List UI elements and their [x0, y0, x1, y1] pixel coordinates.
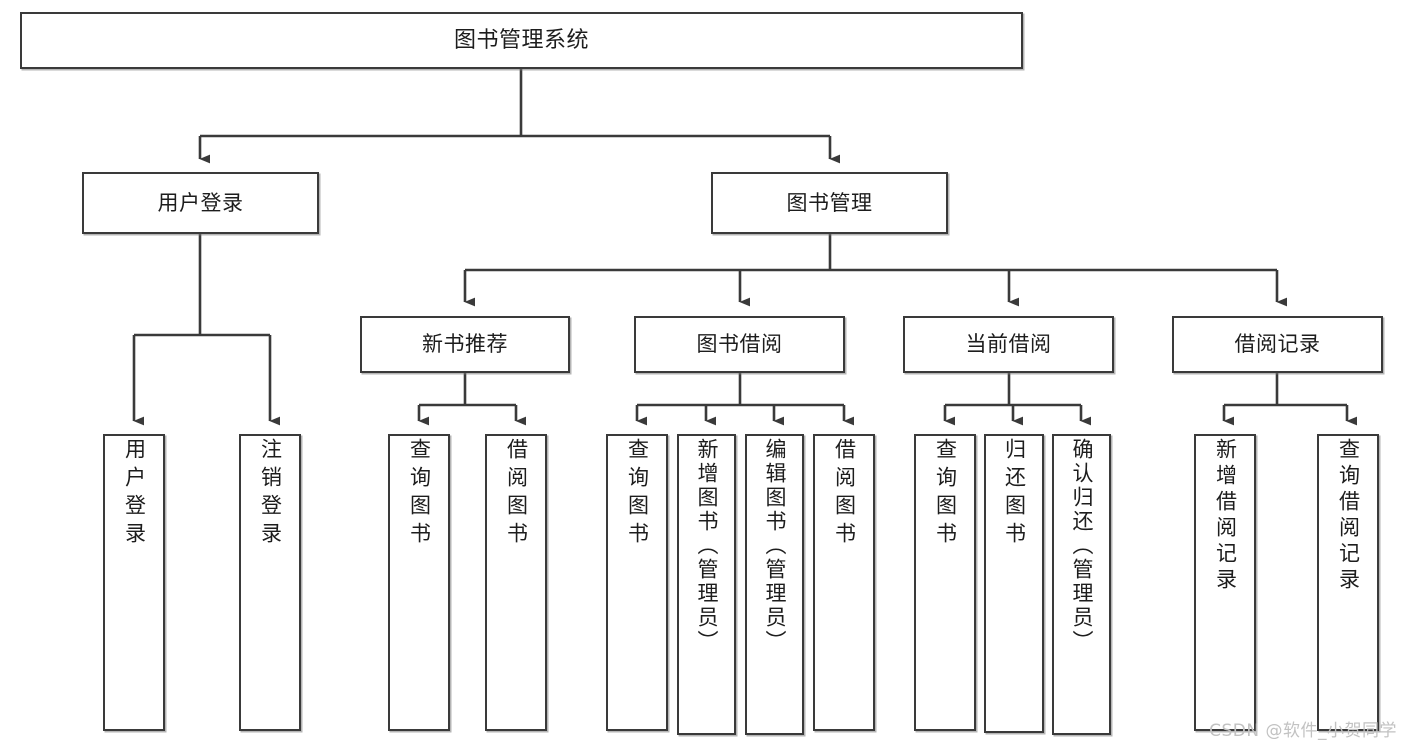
- node-root-system[interactable]: 图书管理系统: [20, 12, 1023, 69]
- node-label: 确认归还（管理员）: [1070, 438, 1094, 654]
- node-label: 查询图书: [625, 438, 650, 550]
- node-new-book-recommend[interactable]: 新书推荐: [360, 316, 570, 373]
- node-label: 图书管理系统: [453, 27, 589, 53]
- leaf-recommend-borrow-book[interactable]: 借阅图书: [485, 434, 547, 731]
- node-label: 查询借阅记录: [1336, 438, 1361, 594]
- node-current-borrow[interactable]: 当前借阅: [903, 316, 1114, 373]
- node-label: 归还图书: [1002, 438, 1027, 550]
- node-label: 查询图书: [933, 438, 958, 550]
- node-label: 新增借阅记录: [1213, 438, 1238, 594]
- leaf-record-add-record[interactable]: 新增借阅记录: [1194, 434, 1256, 731]
- node-book-borrow[interactable]: 图书借阅: [634, 316, 845, 373]
- leaf-current-query-book[interactable]: 查询图书: [914, 434, 976, 731]
- node-user-login[interactable]: 用户登录: [82, 172, 319, 234]
- leaf-user-login-logout[interactable]: 注销登录: [239, 434, 301, 731]
- leaf-recommend-query-book[interactable]: 查询图书: [388, 434, 450, 731]
- leaf-user-login-login[interactable]: 用户登录: [103, 434, 165, 731]
- node-label: 用户登录: [122, 438, 147, 550]
- node-borrow-record[interactable]: 借阅记录: [1172, 316, 1383, 373]
- leaf-borrow-edit-book-admin[interactable]: 编辑图书（管理员）: [745, 434, 804, 735]
- node-book-management[interactable]: 图书管理: [711, 172, 948, 234]
- node-label: 新增图书（管理员）: [695, 438, 719, 654]
- leaf-current-confirm-return-admin[interactable]: 确认归还（管理员）: [1052, 434, 1111, 735]
- node-label: 新书推荐: [422, 332, 508, 357]
- node-label: 当前借阅: [965, 332, 1052, 357]
- leaf-borrow-add-book-admin[interactable]: 新增图书（管理员）: [677, 434, 736, 735]
- node-label: 借阅图书: [504, 438, 529, 550]
- node-label: 查询图书: [407, 438, 432, 550]
- node-label: 用户登录: [157, 190, 244, 215]
- node-label: 借阅图书: [832, 438, 857, 550]
- leaf-current-return-book[interactable]: 归还图书: [984, 434, 1044, 733]
- node-label: 图书管理: [786, 190, 873, 215]
- csdn-watermark: CSDN @软件_小贺同学: [1209, 721, 1397, 741]
- leaf-record-query-record[interactable]: 查询借阅记录: [1317, 434, 1379, 731]
- node-label: 注销登录: [258, 438, 283, 550]
- leaf-borrow-query-book[interactable]: 查询图书: [606, 434, 668, 731]
- node-label: 图书借阅: [696, 332, 783, 357]
- node-label: 借阅记录: [1234, 332, 1321, 357]
- node-label: 编辑图书（管理员）: [763, 438, 787, 654]
- leaf-borrow-borrow-book[interactable]: 借阅图书: [813, 434, 875, 731]
